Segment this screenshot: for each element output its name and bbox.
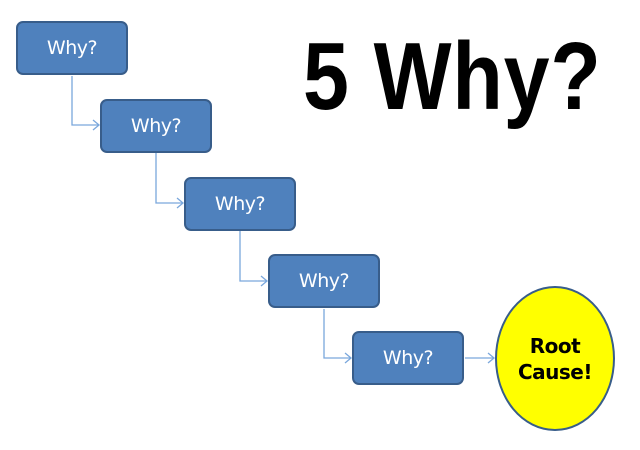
root-cause-circle: Root Cause!: [495, 286, 615, 431]
connector-4-5: [323, 309, 351, 359]
connector-1-2: [71, 76, 99, 126]
page-title: 5 Why?: [303, 23, 602, 130]
why-box-3: Why?: [184, 177, 296, 231]
why-box-1: Why?: [16, 21, 128, 75]
root-cause-line1: Root: [529, 333, 581, 358]
why-box-label: Why?: [298, 270, 350, 292]
connector-3-4: [239, 231, 267, 282]
why-box-label: Why?: [214, 193, 266, 215]
connector-2-3: [155, 153, 183, 204]
why-box-label: Why?: [130, 115, 182, 137]
why-box-5: Why?: [352, 331, 464, 385]
why-box-label: Why?: [46, 37, 98, 59]
why-box-2: Why?: [100, 99, 212, 153]
root-cause-line2: Cause!: [517, 359, 593, 384]
why-box-label: Why?: [382, 347, 434, 369]
why-box-4: Why?: [268, 254, 380, 308]
